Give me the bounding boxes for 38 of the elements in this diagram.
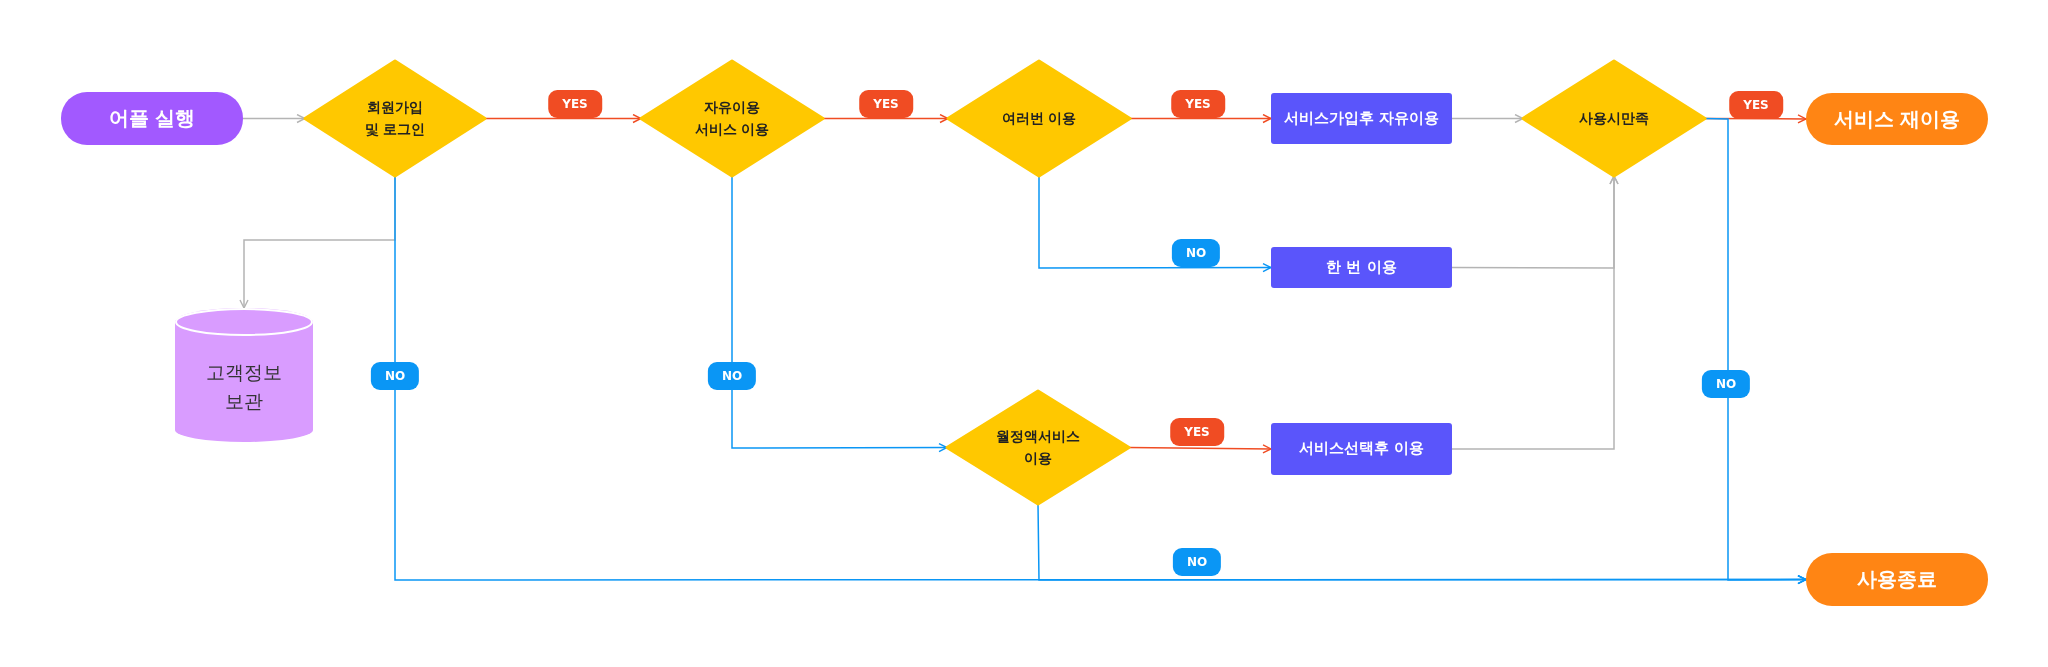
arrow <box>1037 503 1807 585</box>
node-label: 자유이용 서비스 이용 <box>693 97 771 139</box>
arrow <box>1451 175 1619 450</box>
edge-label: NO <box>1172 548 1222 576</box>
terminal-pill <box>1806 93 1988 145</box>
node-label: 서비스선택후 이용 <box>1298 438 1425 460</box>
node-label: 어플 실행 <box>108 105 196 132</box>
node-label: 사용시만족 <box>1578 108 1650 128</box>
node-label: 사용종료 <box>1857 566 1937 593</box>
arrow <box>1451 113 1524 124</box>
process-box <box>1271 247 1452 288</box>
edge-label: NO <box>707 362 757 390</box>
arrow <box>242 113 306 124</box>
edge-label: NO <box>370 362 420 390</box>
arrow <box>1038 175 1272 273</box>
terminal-pill <box>1806 553 1988 606</box>
node-label: 한 번 이용 <box>1326 256 1397 278</box>
edge-label: YES <box>1170 418 1224 446</box>
arrow <box>1129 113 1272 124</box>
arrow <box>484 113 642 124</box>
node-label: 서비스 재이용 <box>1833 105 1961 133</box>
terminal-pill <box>61 92 243 145</box>
node-label: 서비스가입후 자유이용 <box>1283 107 1440 129</box>
arrow <box>822 113 949 124</box>
node-label: 회원가입 및 로그인 <box>363 97 427 139</box>
arrow <box>1128 444 1272 454</box>
node-label: 여러번 이용 <box>1000 108 1078 128</box>
edge-label: YES <box>548 90 602 118</box>
edge-label: NO <box>1171 239 1221 267</box>
node-label: 월정액서비스 이용 <box>995 426 1081 468</box>
edge-label: NO <box>1701 370 1751 398</box>
process-box <box>1271 93 1452 144</box>
node-label: 고객정보 보관 <box>205 359 283 414</box>
process-box <box>1271 423 1452 475</box>
edge-label: YES <box>1729 91 1783 119</box>
edge-label: YES <box>859 90 913 118</box>
edge-label: YES <box>1171 90 1225 118</box>
arrow <box>731 175 948 453</box>
